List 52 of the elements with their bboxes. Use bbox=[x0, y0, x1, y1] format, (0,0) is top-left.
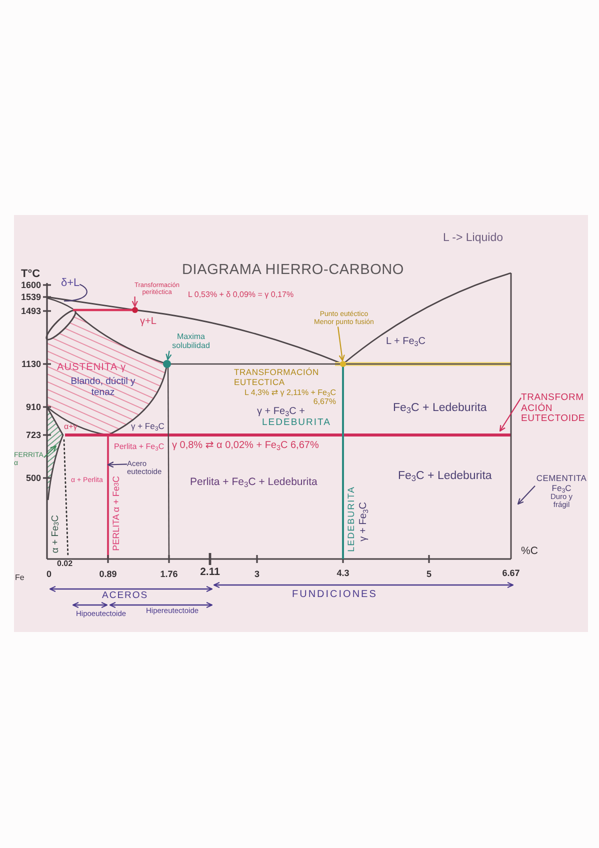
leader-arrow bbox=[499, 397, 522, 432]
axis-tick-label: 0 bbox=[46, 569, 52, 580]
leader-line bbox=[64, 284, 88, 302]
region-label: Perlita + Fe$_{3}$C + Ledeburita bbox=[190, 477, 318, 489]
axis-title: %C bbox=[521, 546, 538, 558]
transformation-label: TRANSFORMACIÓN EUTECTICA bbox=[234, 368, 320, 388]
axis-tick-label: 6.67 bbox=[502, 568, 520, 578]
axis-tick-label: 2.11 bbox=[200, 567, 220, 579]
axis-tick-label: 1130 bbox=[21, 359, 41, 370]
axis-title: T°C bbox=[21, 268, 40, 280]
range-label: FUNDICIONES bbox=[292, 589, 378, 600]
region-label: Fe$_{3}$C + Ledeburita bbox=[393, 402, 487, 415]
leader-arrow bbox=[517, 485, 536, 505]
leader-arrow bbox=[107, 461, 128, 468]
axis-tick-label: 723 bbox=[26, 430, 41, 440]
axis-tick-label: 0.02 bbox=[57, 560, 73, 569]
region-label: Perlita + Fe$_{3}$C bbox=[114, 443, 164, 452]
formula-text: Fe$_{3}$C bbox=[552, 484, 572, 494]
range-label: ACEROS bbox=[102, 591, 148, 602]
axis-tick-label: 0.89 bbox=[99, 569, 117, 580]
mineral-name: CEMENTITA bbox=[536, 474, 587, 484]
leader-arrow bbox=[337, 326, 345, 362]
leader-arrow bbox=[166, 350, 172, 360]
axis-tick-label: 1539 bbox=[20, 292, 41, 302]
title-text: DIAGRAMA HIERRO-CARBONO bbox=[182, 262, 404, 278]
equation-text: L 0,53% + δ 0,09% = γ 0,17% bbox=[188, 291, 294, 300]
region-label: AUSTENITA γ bbox=[57, 362, 126, 374]
region-label: LEDEBURITA bbox=[346, 486, 356, 552]
axis-tick-label: 5 bbox=[426, 569, 432, 580]
region-label: Fe$_{3}$C + Ledeburita bbox=[398, 470, 492, 483]
leader-arrow bbox=[44, 445, 56, 458]
leader-arrow bbox=[132, 296, 138, 308]
note-text: L -> Liquido bbox=[443, 232, 503, 245]
region-label: γ+L bbox=[140, 316, 156, 328]
axis-tick-label: 1493 bbox=[20, 306, 41, 316]
axis-tick-label: 910 bbox=[26, 402, 41, 412]
region-label: δ+L bbox=[61, 277, 80, 290]
axis-tick-label: 3 bbox=[254, 569, 260, 580]
region-label: L + Fe$_{3}$C bbox=[386, 336, 426, 348]
region-label: γ + Fe$_{3}$C + bbox=[257, 406, 305, 418]
axis-tick-label: 1.76 bbox=[160, 569, 178, 580]
equation-text: γ 0,8% ⇄ α 0,02% + Fe$_{3}$C 6,67% bbox=[172, 440, 319, 452]
region-label: LEDEBURITA bbox=[262, 418, 331, 429]
equation-text: L 4,3% ⇄ γ 2,11% + Fe$_{3}$C 6,67% bbox=[243, 389, 336, 407]
axis-title: Fe bbox=[15, 574, 24, 583]
region-label: γ + Fe$_{3}$C bbox=[131, 422, 164, 432]
property-note: Blando, dúctil y tenaz bbox=[70, 377, 136, 398]
annotation-text: Maxima solubilidad bbox=[160, 333, 222, 351]
annotation-text: TRANSFORM ACIÓN EUTECTOIDE bbox=[521, 393, 588, 425]
axis-tick-label: 500 bbox=[26, 473, 41, 484]
axis-tick-label: 1600 bbox=[20, 280, 41, 290]
axis-tick-label: 4.3 bbox=[336, 568, 350, 578]
